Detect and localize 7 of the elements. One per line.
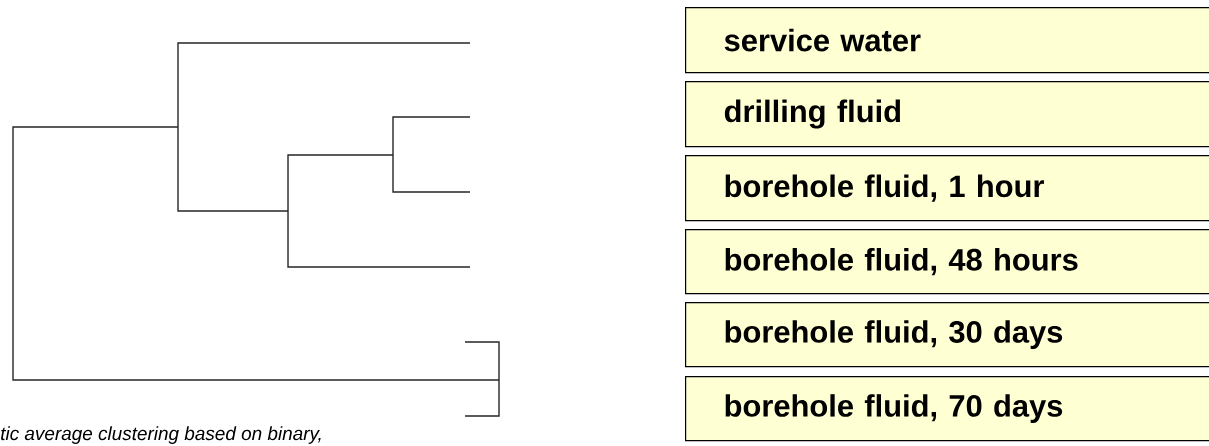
label-box: service water <box>685 7 1209 74</box>
label-box: drilling fluid <box>685 81 1209 148</box>
caption: tic average clustering based on binary, <box>1 426 321 444</box>
label-box: borehole fluid, 30 days <box>685 302 1209 368</box>
label-box: borehole fluid, 1 hour <box>685 155 1209 222</box>
label-box: borehole fluid, 70 days <box>685 376 1209 442</box>
label-box: borehole fluid, 48 hours <box>685 229 1209 295</box>
